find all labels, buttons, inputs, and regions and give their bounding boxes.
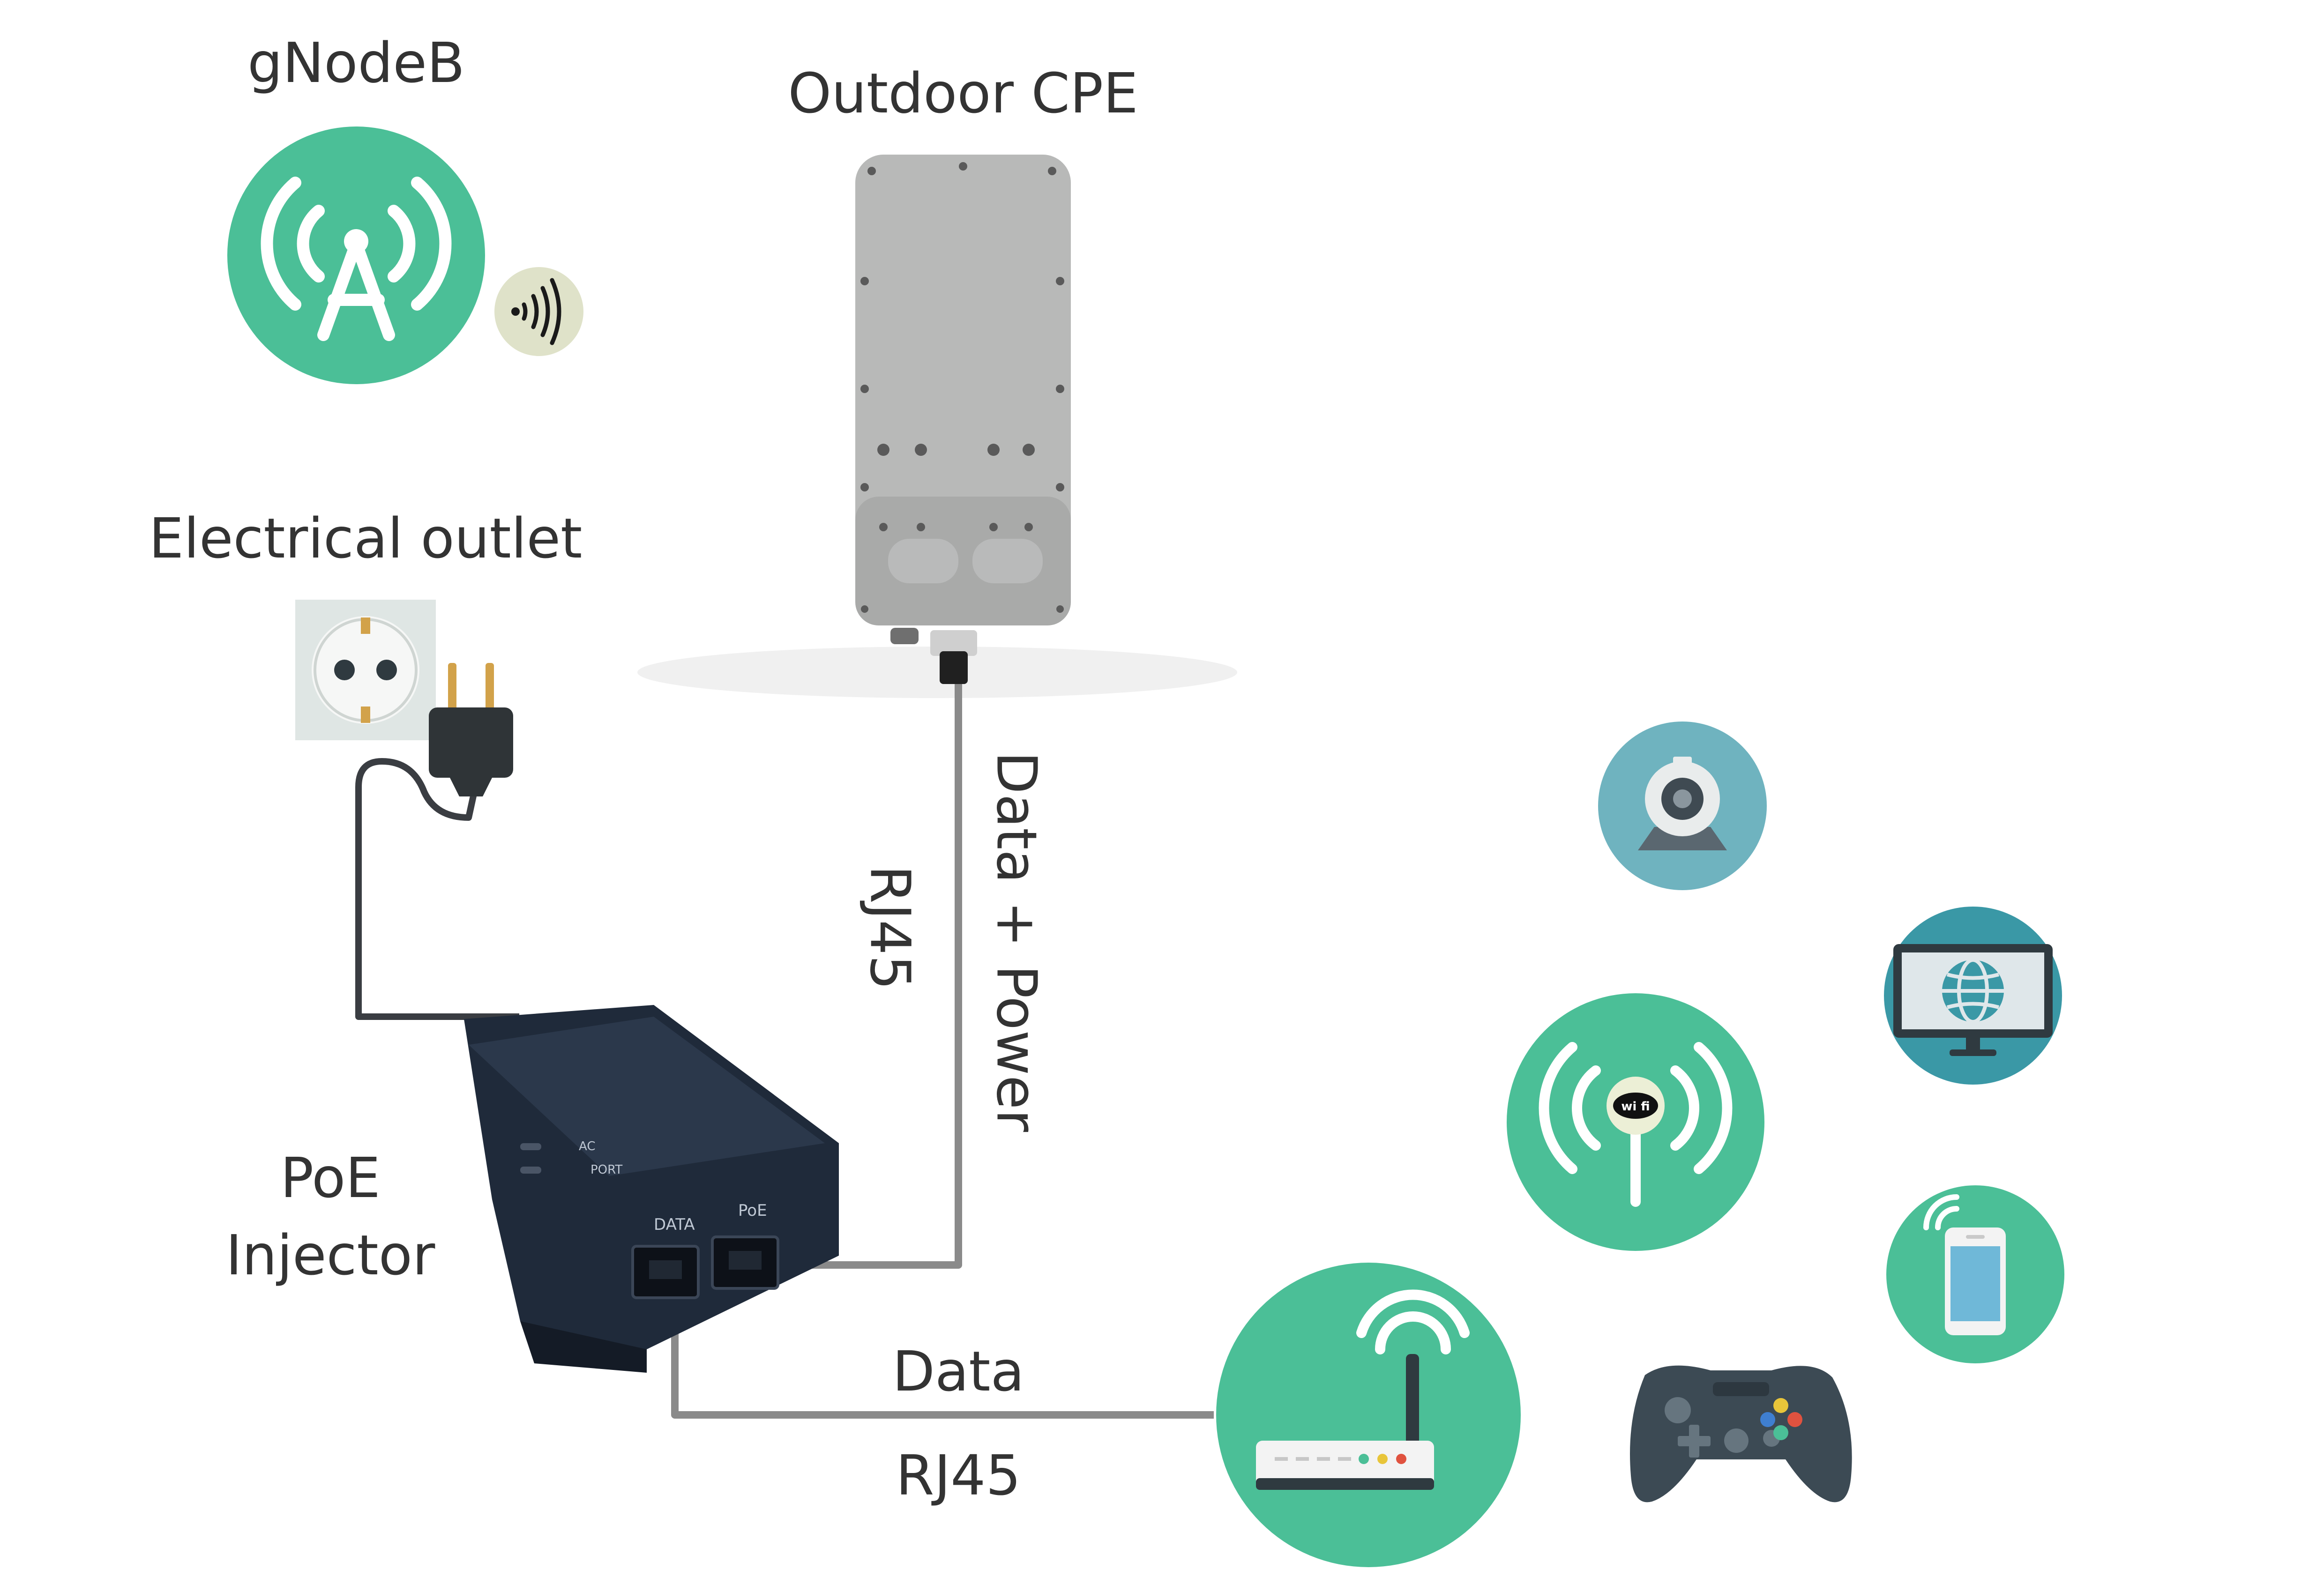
poe-port-jack [711,1235,779,1290]
wifi-badge-text: wi fi [1621,1100,1650,1114]
wall-outlet-icon [295,600,436,740]
smartphone-icon [1886,1185,2064,1363]
data-port-jack [631,1245,700,1299]
gnodeb-label: gNodeB [247,30,465,95]
game-controller-icon [1630,1365,1852,1503]
computer-monitor-icon [1884,907,2062,1085]
signal-waves-icon [494,267,583,356]
data-port-label: DATA [654,1215,695,1234]
poe-injector-device: AC PORT DATA PoE [464,1005,839,1373]
poe-port-label: PoE [738,1201,767,1220]
rj45-vertical-label: RJ45 [858,865,923,990]
data-power-label: Data + Power [985,751,1049,1132]
power-plug-icon [429,663,513,796]
outdoor-cpe-label: Outdoor CPE [788,61,1138,126]
antenna-tower-icon [227,126,485,384]
wifi-hotspot-icon: wi fi [1507,993,1764,1251]
ac-indicator-label: AC [579,1139,595,1153]
port-indicator-label: PORT [590,1163,622,1177]
power-cord [355,758,519,1020]
webcam-icon [1598,722,1767,890]
electrical-outlet-label: Electrical outlet [149,506,583,571]
poe-label-line1: PoE [280,1146,381,1210]
outdoor-cpe-device [637,155,1237,698]
poe-label-line2: Injector [226,1223,435,1287]
data-label: Data [892,1339,1024,1404]
wifi-router-icon [1216,1263,1521,1567]
rj45-horizontal-label: RJ45 [896,1443,1021,1508]
